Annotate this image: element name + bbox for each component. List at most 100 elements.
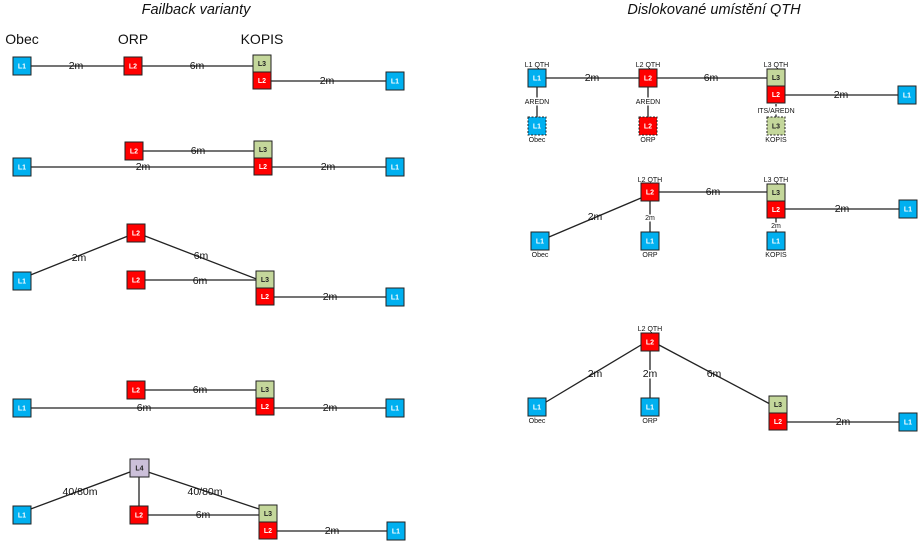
qth-caption: L2 QTH (636, 62, 661, 69)
qth-caption: L1 QTH (525, 62, 550, 69)
edge-label: 6m (704, 72, 719, 84)
node-l1: L1 (640, 231, 660, 251)
edge-label: 6m (193, 384, 208, 396)
edge-label: 6m (707, 368, 722, 380)
variant-5: 40/80m 40/80m 6m 2m L4 L1 L2 L3 L2 L1 (12, 458, 406, 541)
node-label: L1 (391, 406, 399, 413)
variant-2: 2m 6m 2m L1 L2 L3 L2 L1 (12, 140, 405, 177)
node-l4: L4 (129, 458, 150, 478)
header-obec: Obec (5, 31, 38, 47)
qth-caption: L3 QTH (764, 62, 789, 69)
node-label: L3 (774, 402, 782, 409)
edge-label: 2m (325, 525, 340, 537)
edge-label: 6m (196, 509, 211, 521)
edge-label: 6m (194, 250, 209, 262)
node-l2: L2 (126, 270, 146, 290)
node-label: L2 (258, 78, 266, 85)
node-l1: L1 (385, 287, 405, 307)
node-label: L2 (646, 190, 654, 197)
variant-4: 6m 6m 2m L1 L2 L3 L2 L1 (12, 380, 405, 418)
node-label: L1 (533, 124, 541, 131)
node-l3: L3 (766, 183, 786, 202)
link-caption: AREDN (525, 99, 550, 106)
edge (548, 197, 642, 238)
node-l2: L2 (766, 200, 786, 219)
edge-label: 6m (193, 275, 208, 287)
node-l1: L1 (12, 398, 32, 418)
node-l2: L2 (768, 412, 788, 431)
variant-1: 2m 6m 2m L1 L2 L3 L2 L1 (12, 54, 405, 91)
header-orp: ORP (118, 31, 148, 47)
edge-label: 2m (588, 211, 603, 223)
node-label: L3 (261, 277, 269, 284)
edge (545, 344, 642, 403)
site-caption: ORP (642, 418, 658, 425)
node-l1: L1 (897, 85, 917, 105)
node-l2: L2 (129, 505, 149, 525)
edge-label: 6m (137, 402, 152, 414)
node-l3: L3 (252, 54, 272, 73)
edge-label: 2m (585, 72, 600, 84)
node-l2: L2 (640, 332, 660, 352)
site-caption: ORP (640, 137, 656, 144)
node-label: L1 (533, 76, 541, 83)
node-l3: L3 (766, 68, 786, 87)
dislocated-b: L2 QTH L3 QTH 2m 6m 2m 2m 2m L2 L3 L2 L1… (530, 177, 918, 259)
node-label: L2 (772, 207, 780, 214)
node-label: L1 (646, 405, 654, 412)
node-l1: L1 (12, 56, 32, 76)
node-label: L1 (391, 295, 399, 302)
edge-label: 2m (323, 402, 338, 414)
node-label: L1 (533, 405, 541, 412)
node-label: L1 (18, 279, 26, 286)
node-l3: L3 (255, 380, 275, 399)
edge-label: 2m (771, 223, 781, 230)
node-l2: L2 (124, 141, 144, 161)
edge (27, 235, 129, 277)
node-label: L3 (258, 61, 266, 68)
node-label: L1 (18, 513, 26, 520)
node-label: L3 (772, 190, 780, 197)
edge-label: 2m (72, 252, 87, 264)
node-label: L2 (135, 513, 143, 520)
node-label: L1 (772, 239, 780, 246)
node-label: L1 (391, 165, 399, 172)
node-l2: L2 (126, 223, 146, 243)
node-label: L2 (644, 124, 652, 131)
node-l3: L3 (253, 140, 273, 159)
node-l1: L1 (386, 521, 406, 541)
failback-title: Failback varianty (142, 2, 252, 18)
edge (144, 235, 260, 281)
node-l1: L1 (385, 398, 405, 418)
edge (27, 471, 131, 511)
node-label: L3 (259, 147, 267, 154)
node-label: L2 (774, 419, 782, 426)
edge-label: 2m (645, 215, 655, 222)
node-l1: L1 (385, 157, 405, 177)
node-l2: L2 (255, 397, 275, 416)
node-l1: L1 (640, 397, 660, 417)
node-l1: L1 (527, 397, 547, 417)
node-l2: L2 (252, 71, 272, 90)
node-l3-remote: L3 (766, 116, 786, 136)
node-label: L2 (261, 404, 269, 411)
node-label: L3 (772, 124, 780, 131)
node-label: L2 (259, 164, 267, 171)
node-label: L1 (903, 93, 911, 100)
node-label: L1 (391, 79, 399, 86)
node-l2: L2 (255, 287, 275, 306)
node-label: L4 (135, 466, 143, 473)
node-l3: L3 (255, 270, 275, 289)
node-l1: L1 (385, 71, 405, 91)
node-l3: L3 (768, 395, 788, 414)
node-l2-remote: L2 (638, 116, 658, 136)
edge-label: 2m (320, 75, 335, 87)
node-label: L2 (132, 278, 140, 285)
edge-label: 2m (323, 291, 338, 303)
node-l1: L1 (898, 412, 918, 432)
node-l1-remote: L1 (527, 116, 547, 136)
node-l1: L1 (898, 199, 918, 219)
node-label: L1 (904, 420, 912, 427)
site-caption: Obec (529, 137, 546, 144)
node-label: L2 (646, 340, 654, 347)
